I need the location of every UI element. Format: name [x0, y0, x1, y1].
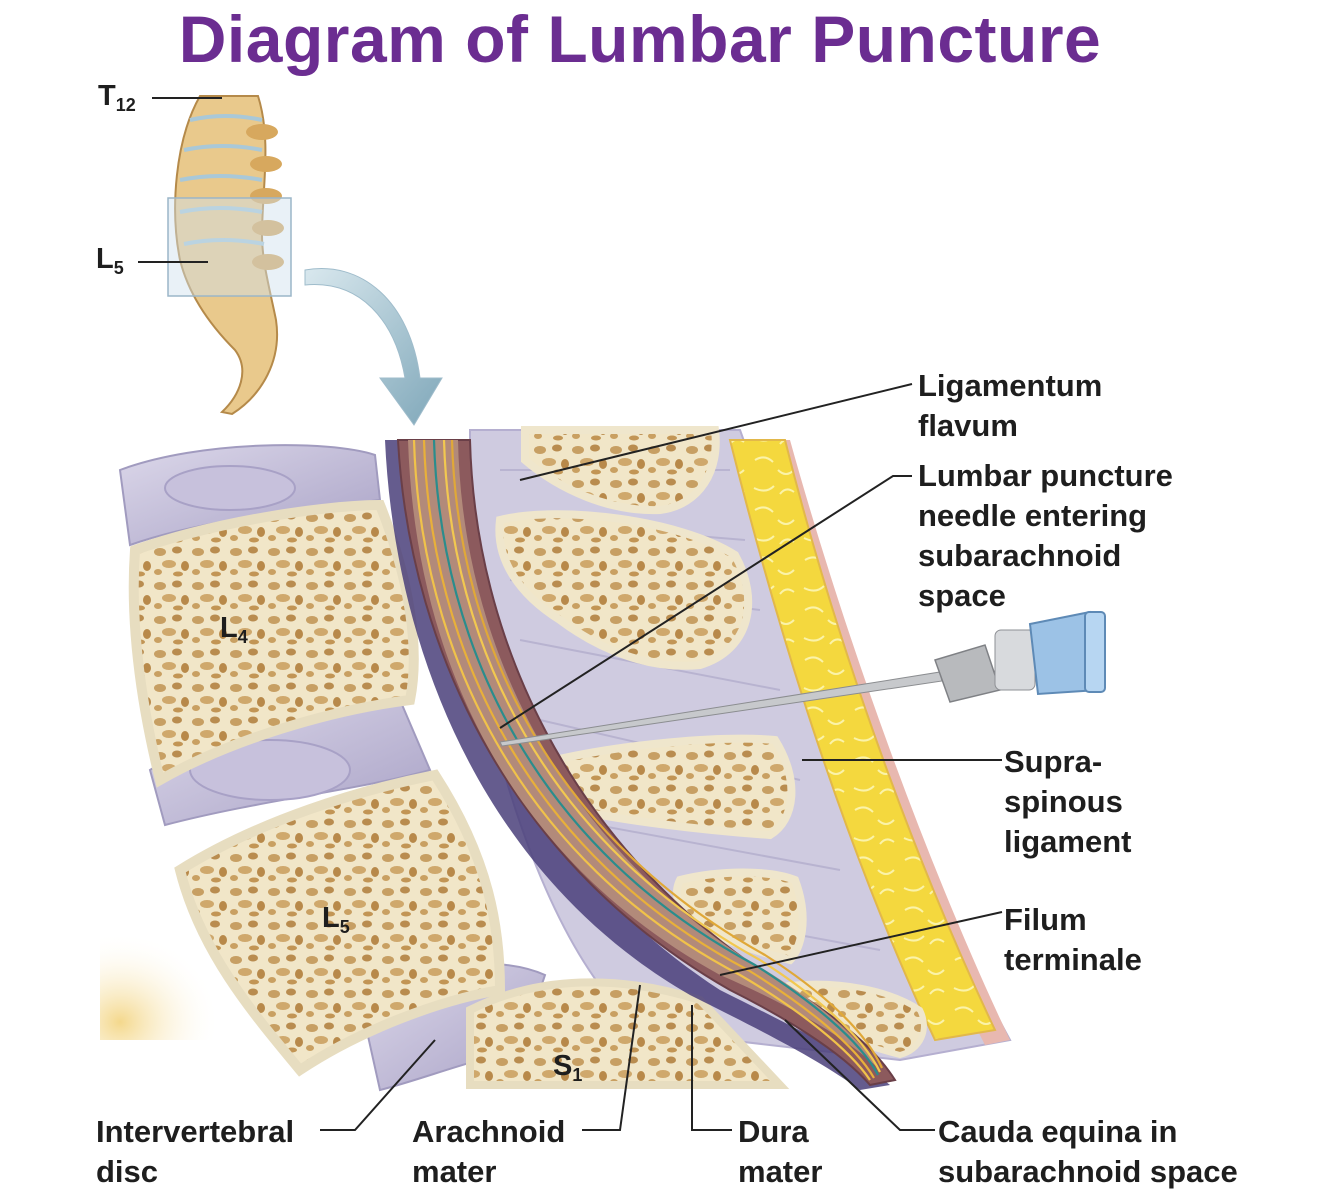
callout-arachnoid-mater: Arachnoid mater [412, 1112, 565, 1192]
callout-ligamentum-flavum: Ligamentum flavum [918, 366, 1102, 446]
l5-main: L [322, 902, 340, 934]
callout-needle-line3: subarachnoid [918, 538, 1122, 573]
l4-label: L4 [220, 612, 248, 648]
zoom-arrow [304, 268, 443, 426]
callout-disc-line2: disc [96, 1154, 159, 1189]
callout-filum-line1: Filum [1004, 902, 1087, 937]
callout-filum-terminale: Filum terminale [1004, 900, 1142, 980]
t12-label: T12 [98, 80, 136, 116]
inset-l5-label: L5 [96, 243, 124, 279]
callout-ligamentum-flavum-line2: flavum [918, 408, 1018, 443]
diagram-title: Diagram of Lumbar Puncture [178, 2, 1102, 76]
cross-section [100, 426, 1106, 1092]
callout-needle-line4: space [918, 578, 1006, 613]
callout-cauda-line1: Cauda equina in [938, 1114, 1178, 1149]
callout-ligamentum-flavum-line1: Ligamentum [918, 368, 1103, 403]
callout-dura-line1: Dura [738, 1114, 809, 1149]
callout-arachnoid-line1: Arachnoid [412, 1114, 566, 1149]
callout-lumbar-puncture-needle: Lumbar puncture needle entering subarach… [918, 456, 1173, 616]
l5-sub: 5 [339, 917, 350, 937]
callout-filum-line2: terminale [1004, 942, 1142, 977]
callout-cauda-equina: Cauda equina in subarachnoid space [938, 1112, 1238, 1192]
s1-main: S [553, 1050, 573, 1082]
puncture-needle [499, 610, 1106, 747]
t12-sub: 12 [115, 95, 136, 115]
l5-label: L5 [322, 902, 350, 938]
callout-supraspinous-ligament: Supra- spinous ligament [1004, 742, 1131, 862]
t12-main: T [98, 80, 116, 112]
callout-arachnoid-line2: mater [412, 1154, 497, 1189]
callout-dura-line2: mater [738, 1154, 823, 1189]
l4-sub: 4 [237, 627, 248, 647]
callout-intervertebral-disc: Intervertebral disc [96, 1112, 294, 1192]
s1-label: S1 [553, 1050, 582, 1086]
inset-l5-main: L [96, 243, 114, 275]
callout-cauda-line2: subarachnoid space [938, 1154, 1238, 1189]
s1-sub: 1 [572, 1065, 583, 1085]
callout-disc-line1: Intervertebral [96, 1114, 295, 1149]
inset-l5-sub: 5 [113, 258, 124, 278]
callout-supraspinous-line3: ligament [1004, 824, 1132, 859]
callout-supraspinous-line2: spinous [1004, 784, 1123, 819]
callout-dura-mater: Dura mater [738, 1112, 822, 1192]
leader-lines [320, 383, 1003, 1131]
callout-needle-line1: Lumbar puncture [918, 458, 1173, 493]
callout-supraspinous-line1: Supra- [1004, 744, 1103, 779]
callout-needle-line2: needle entering [918, 498, 1148, 533]
l4-main: L [220, 612, 238, 644]
spine-inset [138, 95, 292, 416]
